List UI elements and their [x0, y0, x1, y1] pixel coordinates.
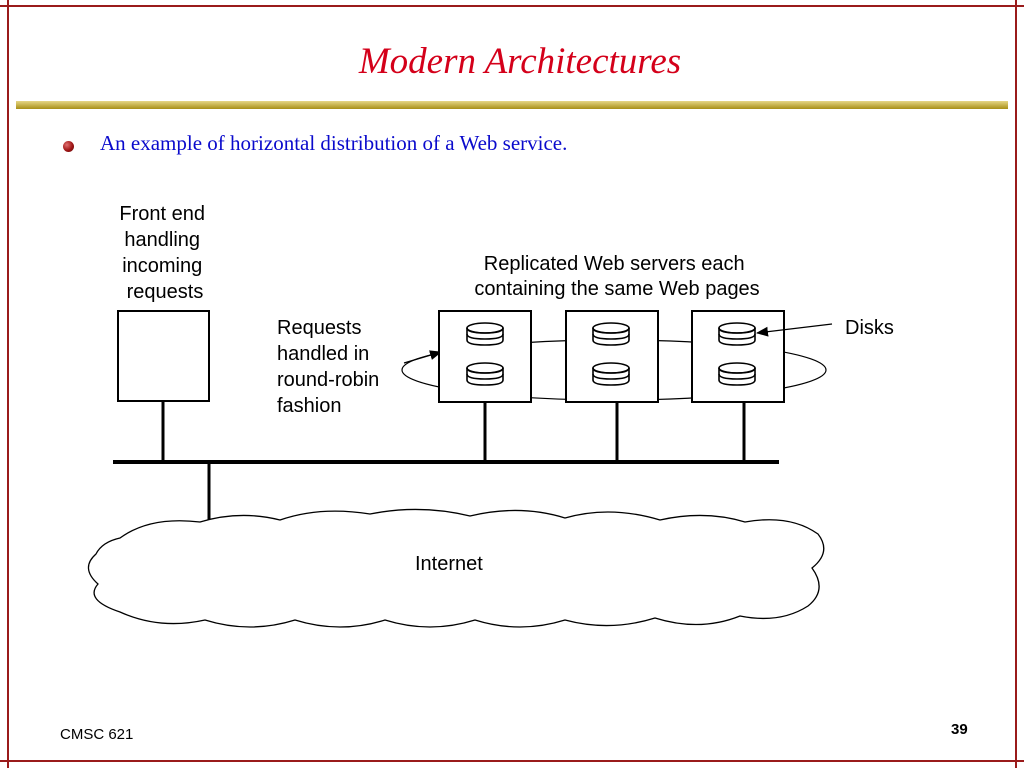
replicated-servers-label-line: containing the same Web pages	[474, 278, 759, 300]
round-robin-arrow	[403, 350, 442, 364]
disks-label: Disks	[845, 317, 894, 339]
page-number: 39	[951, 721, 968, 738]
frame-bottom	[0, 760, 1024, 762]
disks-pointer-arrow	[756, 323, 833, 337]
frame-left	[7, 0, 9, 768]
footer-course: CMSC 621	[60, 726, 134, 743]
front-end-label-line: handling	[124, 229, 200, 251]
front-end-box	[117, 310, 210, 402]
frame-top	[0, 5, 1024, 7]
front-end-label-line: requests	[127, 281, 204, 303]
requests-label-line: round-robin	[277, 369, 379, 391]
web-server-box	[691, 310, 785, 403]
requests-label: Requests handled in round-robin fashion	[277, 317, 385, 417]
title-rule	[16, 101, 1008, 109]
front-end-label: Front end handling incoming requests	[119, 203, 210, 303]
requests-label-line: handled in	[277, 343, 369, 365]
internet-cloud	[87, 508, 825, 628]
frame-right	[1015, 0, 1017, 768]
internet-label: Internet	[415, 553, 483, 575]
front-end-label-line: incoming	[122, 255, 202, 277]
requests-label-line: fashion	[277, 395, 342, 417]
bullet-icon	[63, 141, 74, 152]
bullet-text: An example of horizontal distribution of…	[100, 131, 568, 155]
front-end-label-line: Front end	[119, 203, 205, 225]
replicated-servers-label: Replicated Web servers each containing t…	[474, 253, 759, 300]
slide-title: Modern Architectures	[358, 41, 682, 82]
requests-label-line: Requests	[277, 317, 362, 339]
replicated-servers-label-line: Replicated Web servers each	[484, 253, 745, 275]
